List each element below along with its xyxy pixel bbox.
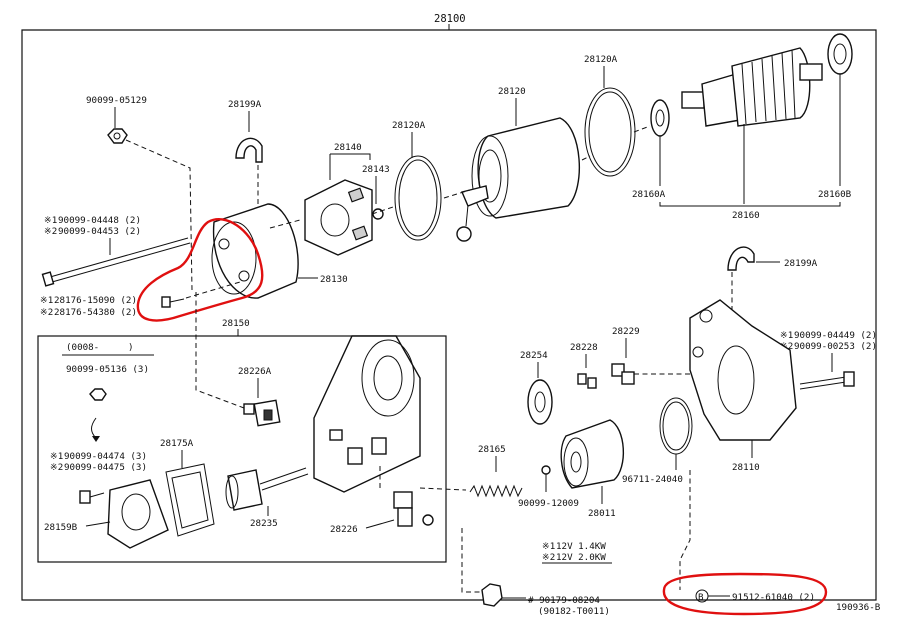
small-nut-part	[89, 388, 107, 401]
mark-1-b: ※1	[40, 295, 53, 306]
terminal-lug	[456, 226, 472, 242]
clutch-28011	[560, 419, 625, 489]
label-28140: 28140	[334, 142, 362, 153]
mark-2-c: ※2	[50, 462, 63, 473]
label-28254: 28254	[520, 350, 548, 361]
o-ring-96711	[659, 397, 693, 455]
rating-mark-1: ※1	[542, 541, 555, 552]
label-28160A: 28160A	[632, 189, 666, 200]
label-28120A-left: 28120A	[392, 120, 426, 131]
o-ring-left	[394, 155, 442, 241]
idler-gear-28254	[527, 379, 553, 425]
highlight-end-frame	[136, 218, 264, 322]
label-96711-24040: 96711-24040	[622, 474, 683, 485]
armature-core	[731, 47, 811, 127]
rating-1: 12V 1.4KW	[556, 541, 606, 552]
armature-shaft-end	[799, 63, 823, 81]
label-91512-61040: 91512-61040 (2)	[732, 592, 815, 603]
mark-1-c: ※1	[50, 451, 63, 462]
label-28235: 28235	[250, 518, 278, 529]
screw-part	[161, 296, 185, 308]
figure-id: 190936-B	[836, 602, 881, 613]
label-28120: 28120	[498, 86, 526, 97]
label-28110: 28110	[732, 462, 760, 473]
gasket-28175A	[165, 463, 215, 537]
mark-2-b: ※2	[40, 307, 53, 318]
label-28120A-right: 28120A	[584, 54, 618, 65]
label-28143: 28143	[362, 164, 390, 175]
hex-nut-90179	[481, 583, 503, 607]
plunger-28235	[225, 467, 309, 511]
steel-ball-90099-12009	[541, 465, 551, 475]
armature-windings	[741, 49, 796, 125]
label-bolt-small-2: 90099-04475 (3)	[64, 462, 147, 473]
label-28199A-top: 28199A	[228, 99, 262, 110]
label-bolt-small-1: 90099-04474 (3)	[64, 451, 147, 462]
label-90099-12009: 90099-12009	[518, 498, 579, 509]
label-28175A: 28175A	[160, 438, 194, 449]
terminal-28226A	[243, 399, 281, 427]
label-bolt-long-1: 90099-04448 (2)	[58, 215, 141, 226]
yoke-part	[477, 117, 580, 219]
through-bolt-part	[41, 237, 191, 287]
label-90099-05136: 90099-05136 (3)	[66, 364, 149, 375]
label-nut-1: # 90179-08204	[528, 595, 600, 606]
lever-28229	[611, 363, 635, 385]
date-range-close: )	[128, 342, 134, 353]
label-28011: 28011	[588, 508, 616, 519]
label-bolt-long-2: 90099-04453 (2)	[58, 226, 141, 237]
boot-part-right	[727, 246, 755, 271]
label-28150: 28150	[222, 318, 250, 329]
boot-part-top	[235, 137, 263, 163]
date-range-open: (0008-	[66, 342, 99, 353]
mark-1-a: ※1	[44, 215, 57, 226]
roller-28228	[577, 373, 597, 389]
terminal-28226	[393, 491, 434, 527]
label-screw-1: 28176-15090 (2)	[54, 295, 137, 306]
label-28130: 28130	[320, 274, 348, 285]
label-screw-2: 28176-54380 (2)	[54, 307, 137, 318]
brush-holder-part	[304, 179, 373, 256]
cover-28159B	[107, 479, 169, 549]
label-nut-2: (90182-T0011)	[538, 606, 610, 617]
assembly-frame	[21, 29, 877, 601]
label-28228: 28228	[570, 342, 598, 353]
nut-part	[107, 128, 128, 144]
bearing-28160A	[650, 99, 670, 137]
label-28229: 28229	[612, 326, 640, 337]
assembly-number: 28100	[434, 13, 466, 25]
label-28226A: 28226A	[238, 366, 272, 377]
label-28160B: 28160B	[818, 189, 852, 200]
mark-1-d: ※1	[780, 330, 793, 341]
rating-2: 12V 2.0KW	[556, 552, 606, 563]
bearing-28160B	[827, 33, 853, 75]
spring-28165	[469, 484, 523, 498]
highlight-std-part	[662, 572, 828, 616]
o-ring-right	[584, 87, 636, 177]
arrow-curve	[91, 417, 97, 439]
label-90099-05129: 90099-05129	[86, 95, 147, 106]
rating-mark-2: ※2	[542, 552, 555, 563]
label-bolt-right-1: 90099-04449 (2)	[794, 330, 877, 341]
solenoid-housing	[313, 335, 421, 493]
bolt-right-part	[799, 371, 855, 390]
label-28199A-right: 28199A	[784, 258, 818, 269]
label-28226: 28226	[330, 524, 358, 535]
drive-housing-28110	[689, 299, 797, 441]
mark-2-d: ※2	[780, 341, 793, 352]
label-28160: 28160	[732, 210, 760, 221]
label-28159B: 28159B	[44, 522, 78, 533]
label-bolt-right-2: 90099-00253 (2)	[794, 341, 877, 352]
mark-2-a: ※2	[44, 226, 57, 237]
std-part-mark-letter: B	[698, 592, 704, 603]
armature-shaft	[681, 91, 705, 109]
label-28165: 28165	[478, 444, 506, 455]
small-bolt-part	[79, 490, 105, 504]
subassembly-28150-box	[37, 335, 447, 563]
